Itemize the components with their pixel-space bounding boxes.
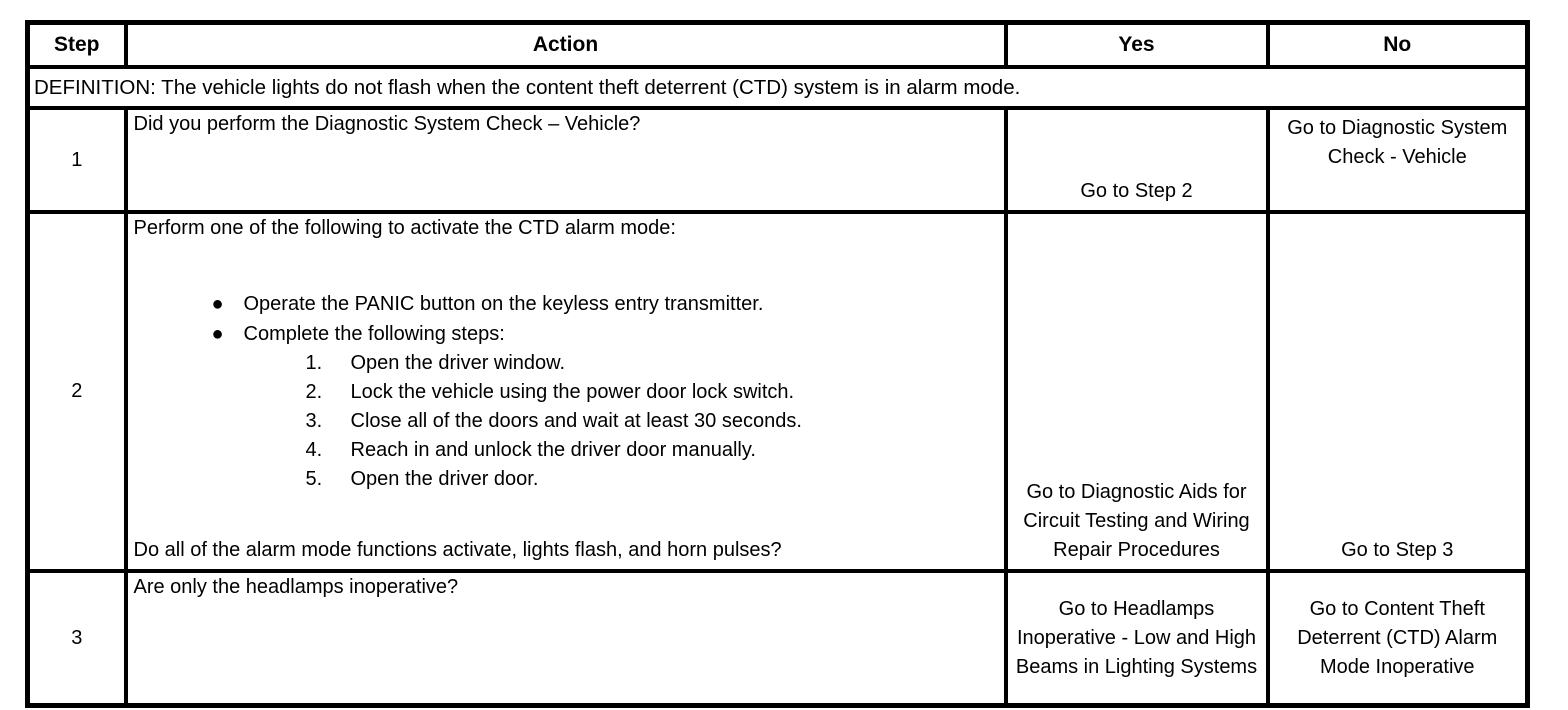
bullet-text: Operate the PANIC button on the keyless … (243, 293, 764, 315)
action-intro: Perform one of the following to activate… (133, 217, 676, 239)
definition-row: DEFINITION: The vehicle lights do not fl… (25, 65, 1530, 110)
action-cell: Did you perform the Diagnostic System Ch… (123, 106, 1008, 214)
substep-text: Open the driver window. (350, 352, 566, 374)
bullet-icon: ● (211, 293, 224, 315)
substep-number: 1. (305, 352, 323, 374)
substep: 5. Open the driver door. (244, 465, 998, 494)
substep-number: 5. (305, 468, 323, 490)
bullet-item: ● Operate the PANIC button on the keyles… (134, 289, 998, 319)
no-cell: Go to Content Theft Deterrent (CTD) Alar… (1265, 569, 1530, 708)
action-cell: Perform one of the following to activate… (123, 210, 1008, 573)
action-question: Do all of the alarm mode functions activ… (133, 539, 782, 561)
column-header-action: Action (123, 20, 1008, 69)
step-number: 1 (25, 106, 128, 214)
column-header-no: No (1265, 20, 1530, 69)
substep: 1. Open the driver window. (244, 349, 998, 378)
no-cell: Go to Step 3 (1265, 210, 1530, 573)
substep: 3. Close all of the doors and wait at le… (244, 407, 998, 436)
step-number: 3 (25, 569, 128, 708)
substep: 4. Reach in and unlock the driver door m… (244, 436, 998, 465)
definition-text: DEFINITION: The vehicle lights do not fl… (25, 65, 1530, 110)
substep-text: Lock the vehicle using the power door lo… (350, 381, 795, 403)
substep-list: 1. Open the driver window. 2. Lock the v… (244, 349, 998, 494)
table-row-step-3: 3 Are only the headlamps inoperative? Go… (25, 569, 1530, 708)
bullet-item: ● Complete the following steps: 1. Open … (134, 319, 998, 494)
action-question: Are only the headlamps inoperative? (133, 576, 459, 598)
yes-cell: Go to Diagnostic Aids for Circuit Testin… (1003, 210, 1270, 573)
substep-number: 2. (305, 381, 323, 403)
action-cell: Are only the headlamps inoperative? (123, 569, 1008, 708)
substep: 2. Lock the vehicle using the power door… (244, 378, 998, 407)
yes-cell: Go to Headlamps Inoperative - Low and Hi… (1003, 569, 1270, 708)
substep-number: 4. (305, 439, 323, 461)
bullet-list: ● Operate the PANIC button on the keyles… (134, 289, 998, 494)
action-question: Did you perform the Diagnostic System Ch… (133, 113, 641, 135)
diagnostic-procedure-table: Step Action Yes No DEFINITION: The vehic… (25, 20, 1530, 708)
step-number: 2 (25, 210, 128, 573)
column-header-step: Step (25, 20, 128, 69)
header-row: Step Action Yes No (25, 20, 1530, 69)
table-row-step-2: 2 Perform one of the following to activa… (25, 210, 1530, 573)
table-row-step-1: 1 Did you perform the Diagnostic System … (25, 106, 1530, 214)
substep-text: Reach in and unlock the driver door manu… (350, 439, 756, 461)
substep-text: Close all of the doors and wait at least… (350, 410, 802, 432)
yes-cell: Go to Step 2 (1003, 106, 1270, 214)
bullet-text: Complete the following steps: (243, 323, 505, 345)
substep-text: Open the driver door. (350, 468, 539, 490)
substep-number: 3. (305, 410, 323, 432)
bullet-icon: ● (211, 323, 224, 345)
column-header-yes: Yes (1003, 20, 1270, 69)
no-cell: Go to Diagnostic System Check - Vehicle (1265, 106, 1530, 214)
